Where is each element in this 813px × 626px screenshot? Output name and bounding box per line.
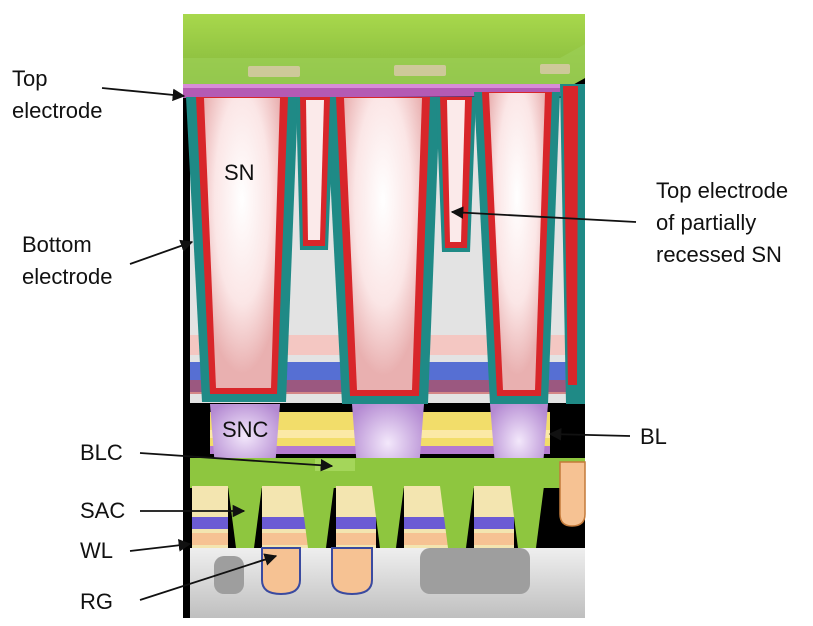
arrow-top-electrode <box>101 87 186 102</box>
label-top-electrode-line2: electrode <box>12 98 103 123</box>
recessed-gate-1 <box>261 547 301 596</box>
label-sn: SN <box>224 160 255 185</box>
isolation-trench <box>214 556 244 594</box>
top-plate-pad <box>540 64 570 74</box>
label-bottom-electrode-line1: Bottom <box>22 232 92 257</box>
label-recessed-line2: of partially <box>656 210 756 235</box>
storage-node-1 <box>186 97 298 402</box>
top-plate-pad <box>248 66 300 77</box>
label-bl: BL <box>640 424 667 449</box>
storage-node-2 <box>326 97 440 404</box>
edge-electrode-inner <box>563 86 578 385</box>
top-electrode-highlight <box>183 84 585 88</box>
label-recessed-line1: Top electrode <box>656 178 788 203</box>
sac-contacts <box>228 486 544 548</box>
snc-1 <box>210 404 280 468</box>
label-bottom-electrode-line2: electrode <box>22 264 113 289</box>
sac-layer <box>190 458 585 488</box>
storage-node-3 <box>474 92 560 404</box>
label-blc: BLC <box>80 440 123 465</box>
label-top-electrode-line1: Top <box>12 66 47 91</box>
arrow-bl <box>548 427 631 441</box>
recessed-gate-2 <box>331 547 373 596</box>
label-wl: WL <box>80 538 113 563</box>
arrow-wl <box>129 539 192 552</box>
top-plate-face <box>183 44 585 92</box>
recessed-sn-1 <box>296 97 334 250</box>
arrow-rg <box>139 553 278 601</box>
arrow-blc <box>139 452 334 472</box>
isolation-trench <box>420 548 530 594</box>
label-rg: RG <box>80 589 113 614</box>
recessed-gate-edge <box>559 461 586 527</box>
recessed-sn-2 <box>436 97 476 252</box>
label-sac: SAC <box>80 498 125 523</box>
label-recessed-line3: recessed SN <box>656 242 782 267</box>
label-snc: SNC <box>222 417 269 442</box>
top-plate-pad <box>394 65 446 76</box>
arrow-bottom-electrode <box>129 239 194 265</box>
arrow-recessed-sn <box>450 206 637 223</box>
